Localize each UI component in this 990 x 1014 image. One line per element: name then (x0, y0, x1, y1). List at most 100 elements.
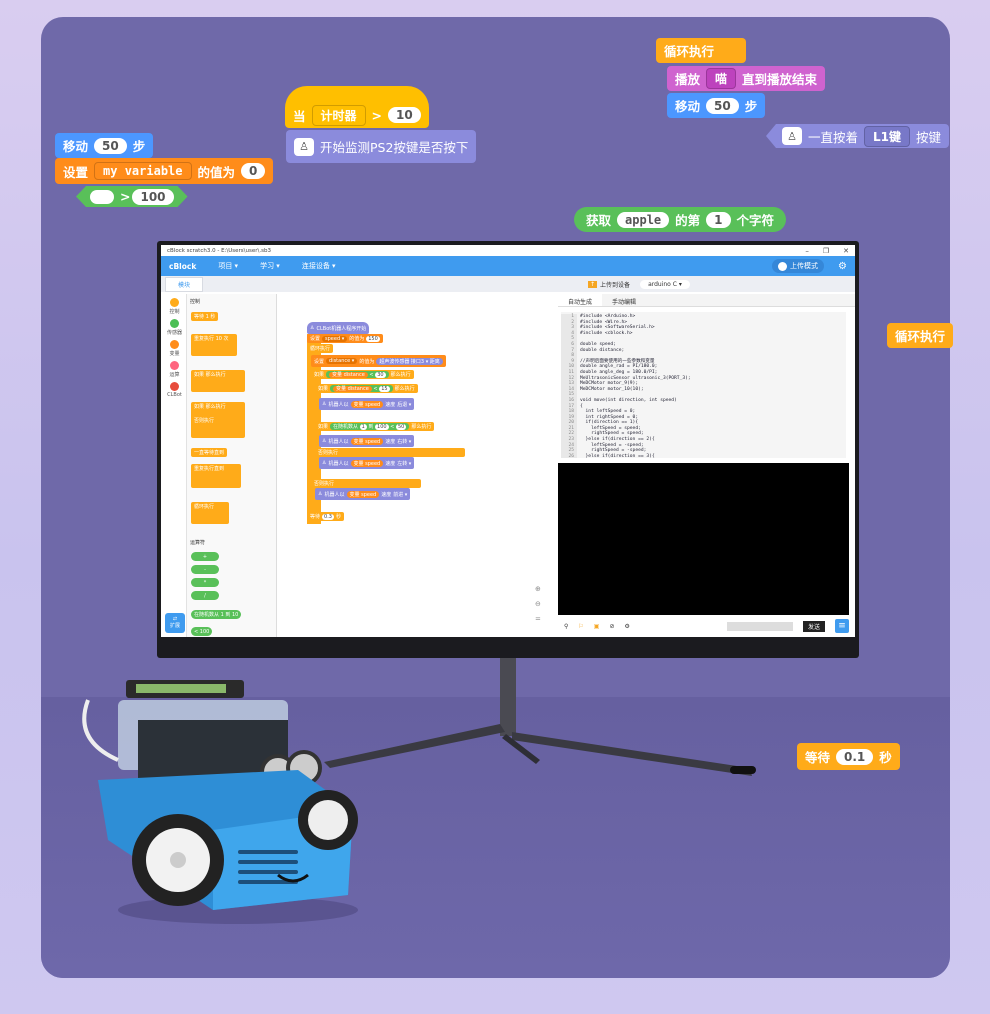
operator: > (120, 189, 131, 204)
menu-icon[interactable]: ≡ (835, 619, 849, 633)
block-label: 的值为 (349, 336, 365, 342)
block-label: 机器人以 (324, 491, 345, 498)
play-sound-block: 播放喵直到播放结束 (667, 66, 826, 91)
save-icon[interactable]: ▣ (593, 622, 600, 630)
line-number: 16 (561, 397, 577, 404)
zoom-out-icon[interactable]: ⊖ (535, 600, 541, 608)
block-label: 如果 (314, 372, 325, 378)
category-dot-icon (170, 340, 179, 349)
code-text: #include <Arduino.h> (580, 314, 636, 319)
category-label: 变量 (169, 351, 180, 357)
block-label: 机器人以 (328, 460, 349, 467)
menu-project[interactable]: 项目 ▾ (218, 262, 239, 270)
zoom-in-icon[interactable]: ⊕ (535, 585, 541, 593)
tab-blocks[interactable]: 模块 (165, 276, 204, 292)
block-label: 机器人以 (328, 438, 349, 445)
tab-auto-generate[interactable]: 自动生成 (558, 294, 603, 306)
line-number: 15 (561, 392, 577, 398)
hex-icon[interactable]: ⊘ (609, 622, 615, 630)
extension-button[interactable]: ⇄扩展 (165, 613, 185, 633)
code-line: 21 leftSpeed = speed; (561, 425, 846, 432)
upload-mode-label: 上传模式 (790, 262, 819, 270)
operator: > (371, 107, 383, 123)
zoom-reset-icon[interactable]: = (535, 615, 541, 623)
code-text: #include <Wire.h> (580, 319, 628, 325)
line-number: 9 (561, 358, 577, 365)
block-label: 速度 (385, 401, 396, 408)
else-block: 否则执行 (311, 479, 421, 488)
menu-connect-device[interactable]: 连接设备 ▾ (301, 262, 336, 270)
condition: 变量 distance < 15 (330, 385, 393, 392)
line-number: 4 (561, 330, 577, 337)
language-select[interactable]: arduino C ▾ (640, 279, 690, 289)
palette-block[interactable]: 如果 那么执行 (191, 370, 245, 392)
palette-block[interactable]: 一直等待直到 (191, 448, 228, 457)
category-1[interactable]: 传感器 (163, 319, 186, 336)
connect-icon[interactable]: ⚲ (564, 622, 569, 630)
code-text: int leftSpeed = 0; (580, 409, 636, 415)
value-input: 0 (241, 163, 266, 179)
category-2[interactable]: 变量 (163, 340, 186, 357)
category-dot-icon (170, 319, 179, 328)
line-number: 26 (561, 453, 577, 458)
category-0[interactable]: 控制 (163, 298, 186, 315)
palette-block[interactable]: 重复执行直到 (191, 464, 241, 488)
block-label: 移动 (675, 99, 701, 114)
menu-learn[interactable]: 学习 ▾ (260, 262, 280, 270)
direction-dropdown: 前进 ▾ (393, 491, 408, 498)
add-block[interactable]: + (191, 552, 219, 561)
ps2-monitor-block: ♙开始监测PS2按键是否按下 (286, 130, 477, 163)
toggle-knob-icon (778, 261, 788, 271)
block-label: 速度 (381, 491, 392, 498)
block-label: 开始监测PS2按键是否按下 (320, 140, 469, 155)
code-text: #include <cblock.h> (580, 330, 633, 336)
multiply-block[interactable]: * (191, 578, 219, 587)
value-input: 50 (395, 424, 407, 430)
code-text: double angle_rad = PI/180.0; (580, 364, 658, 370)
block-label: 那么执行 (390, 372, 411, 378)
tab-manual-edit[interactable]: 手动编辑 (612, 299, 637, 306)
minimize-icon[interactable]: – (805, 246, 809, 255)
upload-mode-toggle[interactable]: 上传模式 (772, 259, 825, 273)
settings-icon[interactable]: ⚙ (624, 622, 630, 630)
code-text: MeDCMotor motor_9(9); (580, 381, 639, 387)
clear-icon[interactable]: ⚐ (578, 622, 584, 630)
greater-than-block: >100 (76, 186, 188, 207)
less-than-block[interactable]: < 100 (191, 627, 213, 636)
code-editor[interactable]: 1#include <Arduino.h>2#include <Wire.h>3… (561, 312, 846, 458)
subtract-block[interactable]: - (191, 565, 219, 574)
random-block[interactable]: 在随机数从 1 到 10 (191, 610, 242, 619)
block-label: 那么执行 (411, 424, 432, 430)
category-3[interactable]: 运算 (163, 361, 186, 378)
maximize-icon[interactable]: ❐ (822, 246, 830, 255)
block-label: 当 (293, 108, 306, 124)
category-dot-icon (170, 298, 179, 307)
title-bar: cBlock scratch3.0 - E:\Users\user\.sb3–❐… (161, 245, 855, 256)
code-line: 19 int rightSpeed = 0; (561, 414, 846, 421)
upload-to-device-button[interactable]: ↑上传到设备 (588, 280, 630, 289)
send-button[interactable]: 发送 (802, 620, 825, 632)
palette-block[interactable]: 重复执行 10 次 (191, 334, 237, 356)
palette-block[interactable]: 否则执行 (191, 416, 218, 425)
category-4[interactable]: CLBot (163, 382, 186, 398)
robot-icon: ♙ (322, 460, 327, 466)
key-dropdown: L1键 (864, 125, 911, 147)
line-number: 23 (561, 437, 577, 443)
to-input: 100 (375, 424, 389, 430)
gear-icon[interactable]: ⚙ (838, 260, 847, 272)
palette-block[interactable]: 等待 1 秒 (191, 312, 219, 321)
palette-block[interactable]: 循环执行 (191, 502, 229, 524)
robot-icon: ♙ (318, 491, 323, 497)
divide-block[interactable]: / (191, 591, 219, 600)
serial-input[interactable] (726, 621, 793, 631)
robot-icon: ♙ (310, 325, 315, 331)
extension-icon: ⇄ (172, 616, 178, 622)
close-icon[interactable]: ✕ (843, 246, 849, 255)
block-label: 速度 (385, 438, 396, 445)
